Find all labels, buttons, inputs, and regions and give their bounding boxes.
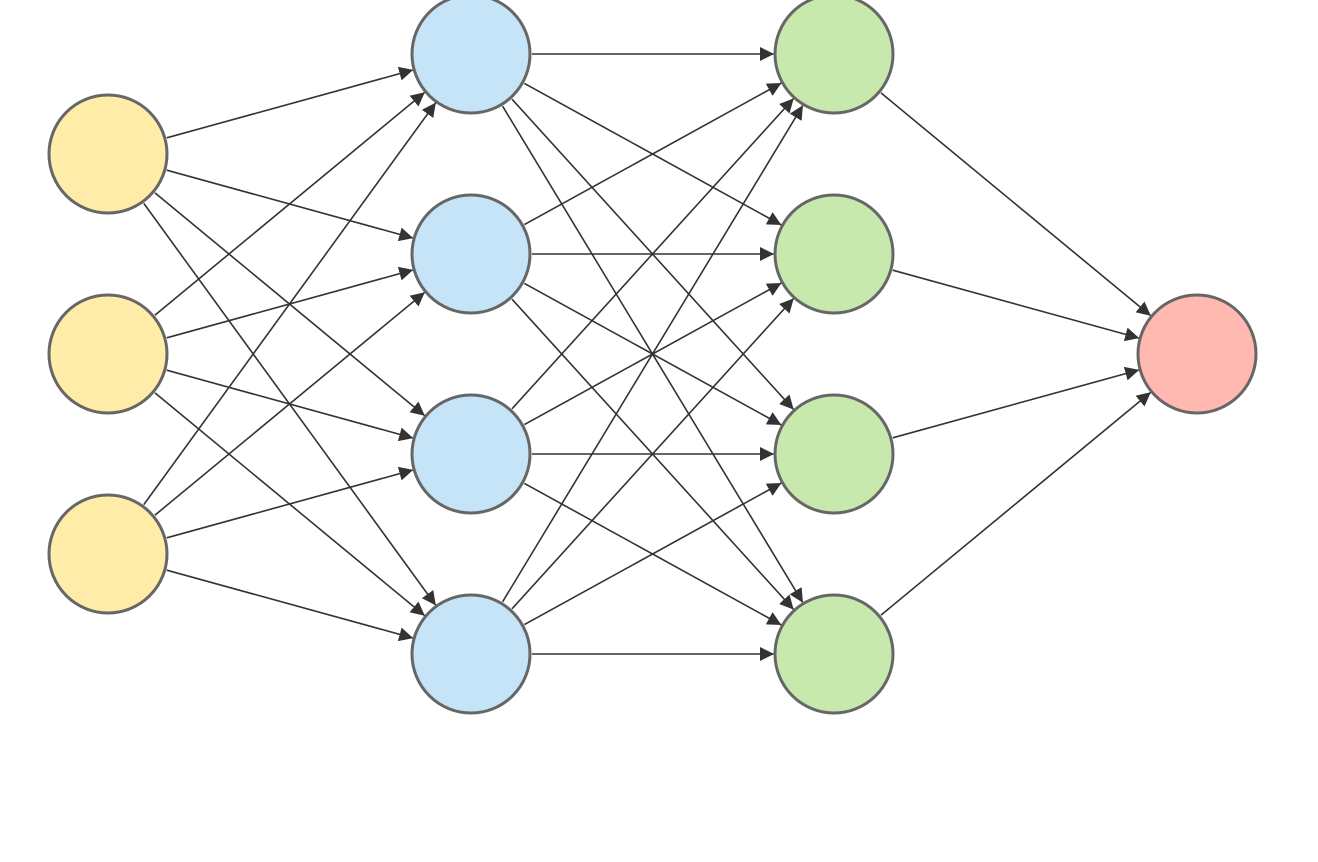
edge-input-3-to-hidden1-3 bbox=[166, 466, 414, 539]
edge-input-3-to-hidden1-4 bbox=[166, 569, 414, 642]
hidden2-node-3 bbox=[773, 393, 895, 515]
hidden1-node-3 bbox=[410, 393, 532, 515]
input-node-2 bbox=[47, 293, 169, 415]
edges bbox=[143, 47, 1152, 661]
edge-hidden2-3-to-output-1 bbox=[892, 366, 1140, 439]
hidden2-node-4 bbox=[773, 593, 895, 715]
hidden2-node-1 bbox=[773, 0, 895, 115]
edge-hidden2-2-to-output-1 bbox=[892, 269, 1140, 342]
edge-hidden2-4-to-output-1 bbox=[880, 391, 1152, 616]
edge-hidden1-4-to-hidden2-3 bbox=[524, 482, 782, 626]
edge-hidden1-2-to-hidden2-1 bbox=[524, 82, 782, 226]
edge-input-3-to-hidden1-1 bbox=[143, 102, 437, 506]
edge-input-2-to-hidden1-1 bbox=[154, 91, 426, 316]
hidden2-node-2 bbox=[773, 193, 895, 315]
edge-hidden1-4-to-hidden2-2 bbox=[511, 297, 795, 610]
edge-input-3-to-hidden1-2 bbox=[154, 291, 426, 516]
hidden1-node-4 bbox=[410, 593, 532, 715]
nodes bbox=[47, 0, 1258, 715]
edge-hidden1-4-to-hidden2-1 bbox=[501, 104, 804, 603]
edge-hidden2-1-to-output-1 bbox=[880, 92, 1152, 317]
edge-input-1-to-hidden1-1 bbox=[166, 66, 414, 139]
input-node-1 bbox=[47, 93, 169, 215]
hidden1-node-1 bbox=[410, 0, 532, 115]
output-node-1 bbox=[1136, 293, 1258, 415]
input-node-3 bbox=[47, 493, 169, 615]
hidden1-node-2 bbox=[410, 193, 532, 315]
edge-hidden1-3-to-hidden2-1 bbox=[511, 97, 795, 410]
